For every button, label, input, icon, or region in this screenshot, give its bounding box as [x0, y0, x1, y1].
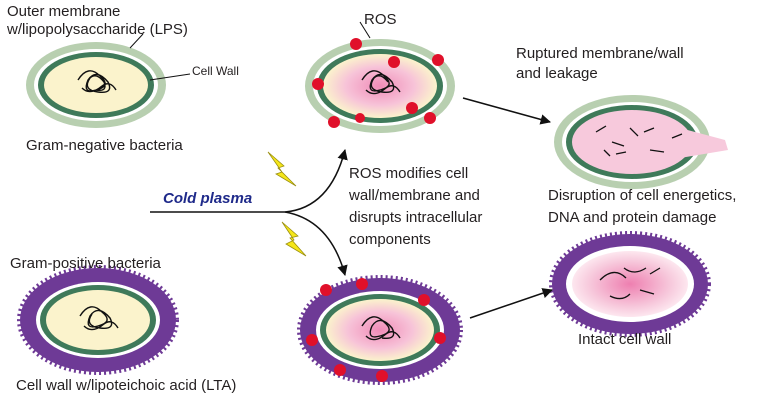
- dna-tangle: [361, 316, 401, 341]
- dna-tangle: [77, 70, 117, 93]
- ruptured-label-1: Ruptured membrane/wall: [516, 45, 684, 62]
- gram-positive-cell: [17, 265, 179, 375]
- disruption-label-1: Disruption of cell energetics,: [548, 187, 737, 204]
- ros-spots: [312, 38, 444, 128]
- ruptured-cell: [554, 95, 728, 189]
- lightning-bolt-icon: [267, 151, 297, 187]
- disruption-label-2: DNA and protein damage: [548, 209, 717, 226]
- gram-negative-label: Gram-negative bacteria: [26, 137, 183, 154]
- plasma-up-arrow: [284, 148, 348, 213]
- intact-wall-label: Intact cell wall: [578, 331, 672, 348]
- lta-label: Cell wall w/lipoteichoic acid (LTA): [16, 377, 237, 394]
- dna-tangle: [79, 306, 119, 331]
- intact-cell: [549, 231, 711, 337]
- dna-fragments: [595, 125, 683, 157]
- gram-negative-cell: [26, 42, 166, 128]
- ros-label: ROS: [364, 11, 397, 28]
- dna-fragments: [599, 267, 661, 300]
- gram-positive-label: Gram-positive bacteria: [10, 255, 161, 272]
- ros-mod-label-3: disrupts intracellular: [349, 209, 483, 226]
- plasma-down-arrow: [284, 211, 348, 277]
- cold-plasma-label: Cold plasma: [163, 190, 253, 207]
- ruptured-label-2: and leakage: [516, 65, 598, 82]
- ros-attacked-gram-positive-cell: [297, 275, 463, 385]
- cell-wall-label: Cell Wall: [192, 64, 239, 78]
- ros-mod-label-1: ROS modifies cell: [349, 165, 469, 182]
- dna-tangle: [361, 70, 401, 95]
- arrow-to-ruptured: [462, 97, 552, 125]
- ros-mod-label-4: components: [349, 231, 431, 248]
- ros-attacked-gram-negative-cell: [305, 38, 455, 133]
- arrow-to-intact: [469, 288, 553, 319]
- lightning-bolt-icon: [281, 221, 307, 257]
- outer-membrane-label-2: w/lipopolysaccharide (LPS): [7, 21, 188, 38]
- ros-spots: [306, 278, 446, 382]
- outer-membrane-label-1: Outer membrane: [7, 3, 121, 20]
- ros-mod-label-2: wall/membrane and: [349, 187, 480, 204]
